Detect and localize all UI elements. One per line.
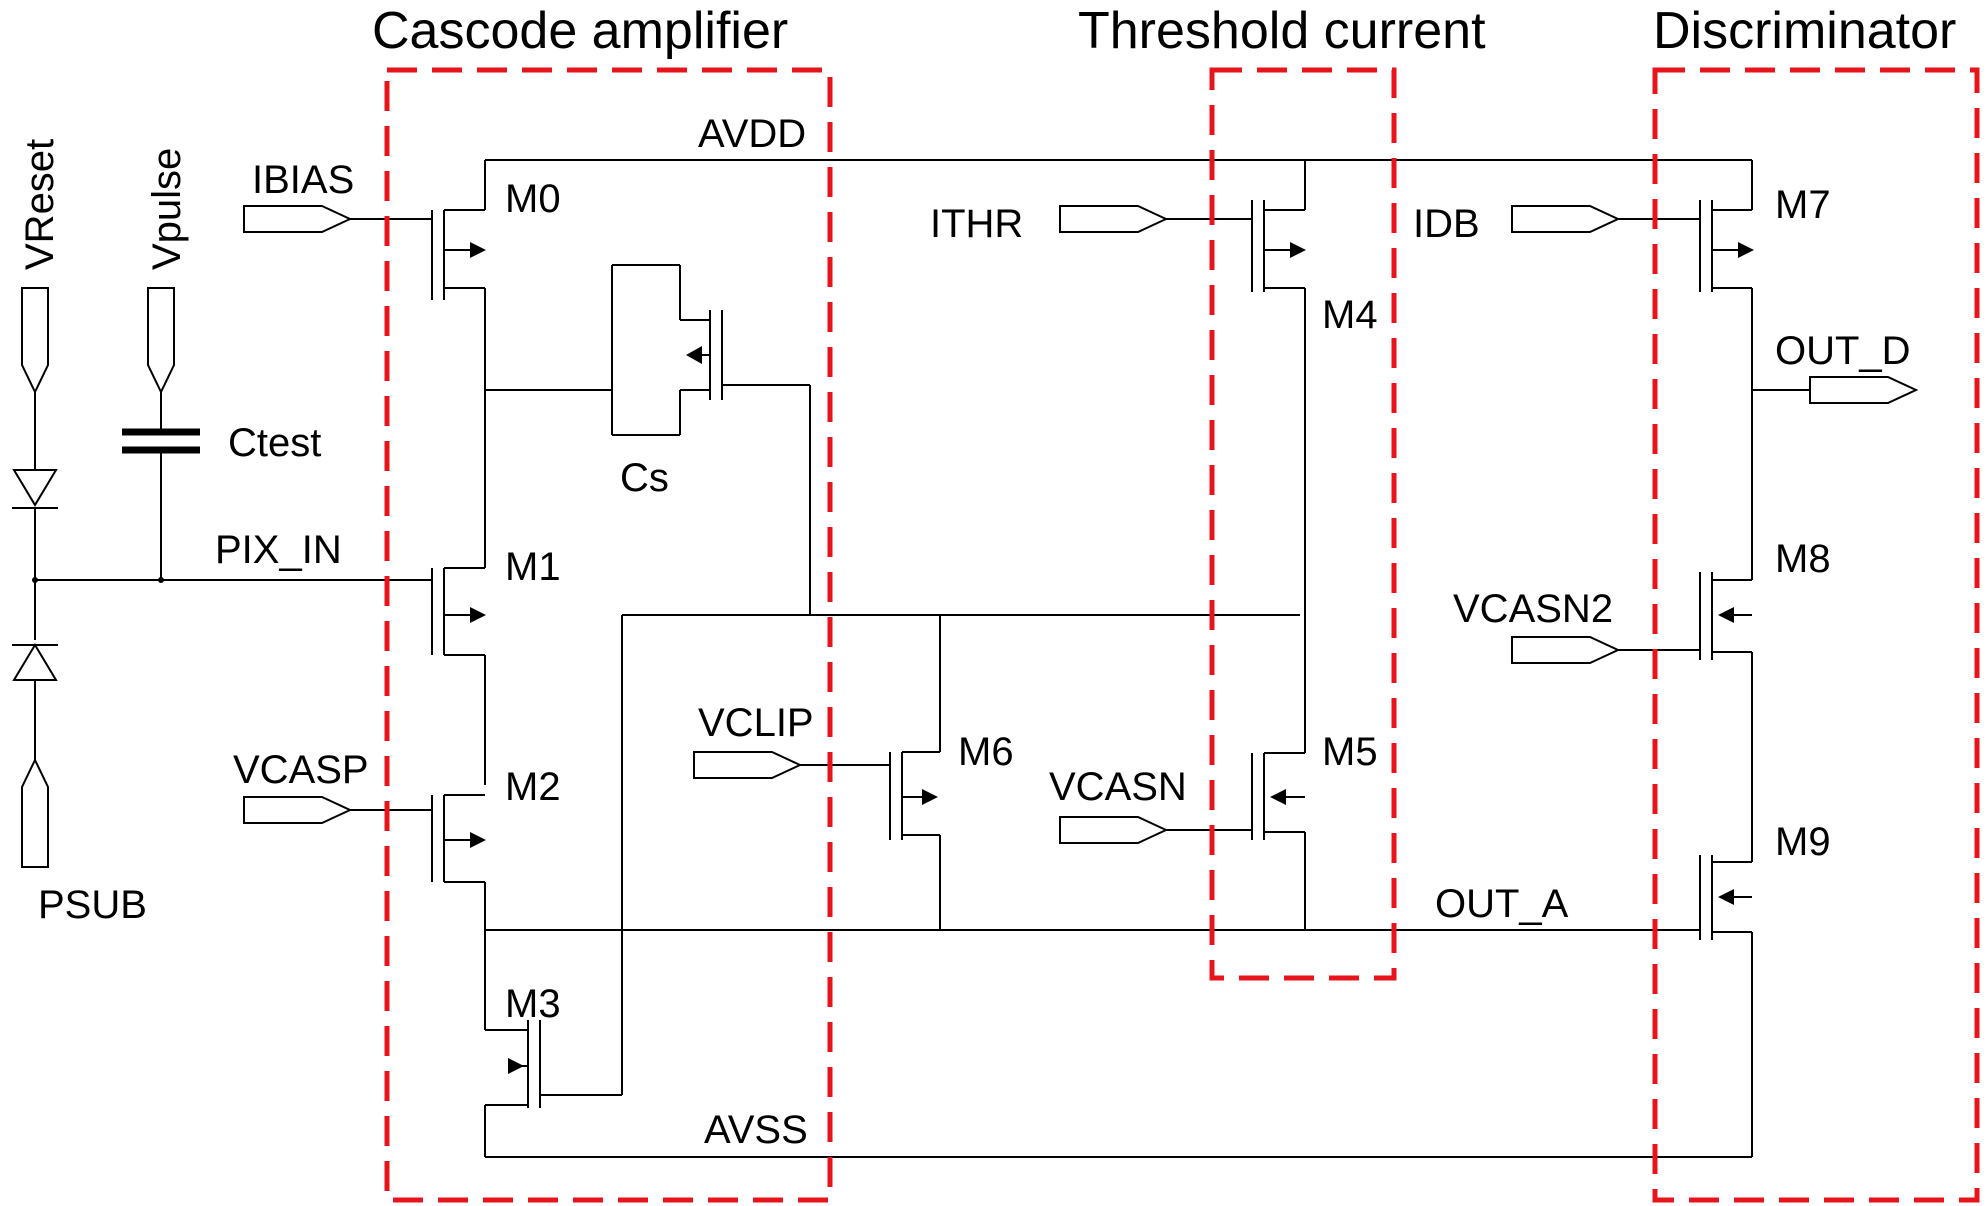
discriminator-title: Discriminator <box>1653 2 1956 60</box>
psub-pin <box>21 757 49 868</box>
m6-label: M6 <box>958 730 1014 774</box>
cascode-amplifier-box <box>384 67 833 1203</box>
cs-label: Cs <box>620 456 669 500</box>
m1-label: M1 <box>505 545 561 589</box>
ctest-label: Ctest <box>228 421 321 465</box>
out-d-label: OUT_D <box>1775 329 1911 373</box>
m0-label: M0 <box>505 177 561 221</box>
ithr-pin <box>1059 205 1169 233</box>
m4-label: M4 <box>1322 293 1378 337</box>
m7-label: M7 <box>1775 183 1831 227</box>
out-d-pin <box>1809 376 1919 404</box>
avss-label: AVSS <box>704 1108 808 1152</box>
pix-in-label: PIX_IN <box>215 528 342 572</box>
threshold-current-box <box>1209 67 1397 981</box>
out-a-label: OUT_A <box>1435 882 1569 926</box>
vpulse-label: Vpulse <box>145 148 189 270</box>
m8-label: M8 <box>1775 537 1831 581</box>
psub-label: PSUB <box>38 883 147 927</box>
transistor-m5 <box>1059 752 1306 930</box>
diode-lower <box>12 643 58 681</box>
vpulse-pin <box>147 287 175 395</box>
m5-label: M5 <box>1322 730 1378 774</box>
idb-pin <box>1511 205 1621 233</box>
transistor-m8 <box>1511 572 1753 862</box>
avdd-label: AVDD <box>698 112 806 156</box>
vreset-pin <box>21 287 49 395</box>
threshold-current-block <box>1059 160 1306 930</box>
m3-label: M3 <box>505 982 561 1026</box>
transistor-m2 <box>431 794 486 930</box>
capacitor-cs <box>611 264 811 615</box>
vclip-label: VCLIP <box>698 701 814 745</box>
transistor-m6 <box>693 615 941 930</box>
input-network <box>12 287 432 868</box>
vreset-label: VReset <box>18 139 62 270</box>
vcasn-label: VCASN <box>1049 765 1187 809</box>
vcasp-pin <box>243 796 353 824</box>
m9-label: M9 <box>1775 820 1831 864</box>
cascode-amplifier <box>243 160 1300 1157</box>
diode-upper <box>12 469 58 507</box>
discriminator-block <box>1511 160 1919 1157</box>
vcasn2-label: VCASN2 <box>1453 587 1613 631</box>
vcasn-pin <box>1059 816 1169 844</box>
vcasn2-pin <box>1511 636 1621 664</box>
ibias-pin <box>243 205 353 233</box>
transistor-m4 <box>1251 160 1306 753</box>
discriminator-box <box>1652 67 1980 1203</box>
ithr-label: ITHR <box>930 202 1023 246</box>
ibias-label: IBIAS <box>252 158 354 202</box>
transistor-m9 <box>1650 855 1753 1157</box>
cascode-amplifier-title: Cascode amplifier <box>372 2 788 60</box>
transistor-m0 <box>431 160 486 300</box>
idb-label: IDB <box>1413 202 1480 246</box>
m2-label: M2 <box>505 765 561 809</box>
transistor-m3 <box>484 615 623 1157</box>
threshold-current-title: Threshold current <box>1078 2 1486 60</box>
transistor-m1 <box>431 567 486 785</box>
transistor-m7 <box>1699 160 1754 580</box>
vclip-pin <box>693 751 803 779</box>
vcasp-label: VCASP <box>233 748 369 792</box>
